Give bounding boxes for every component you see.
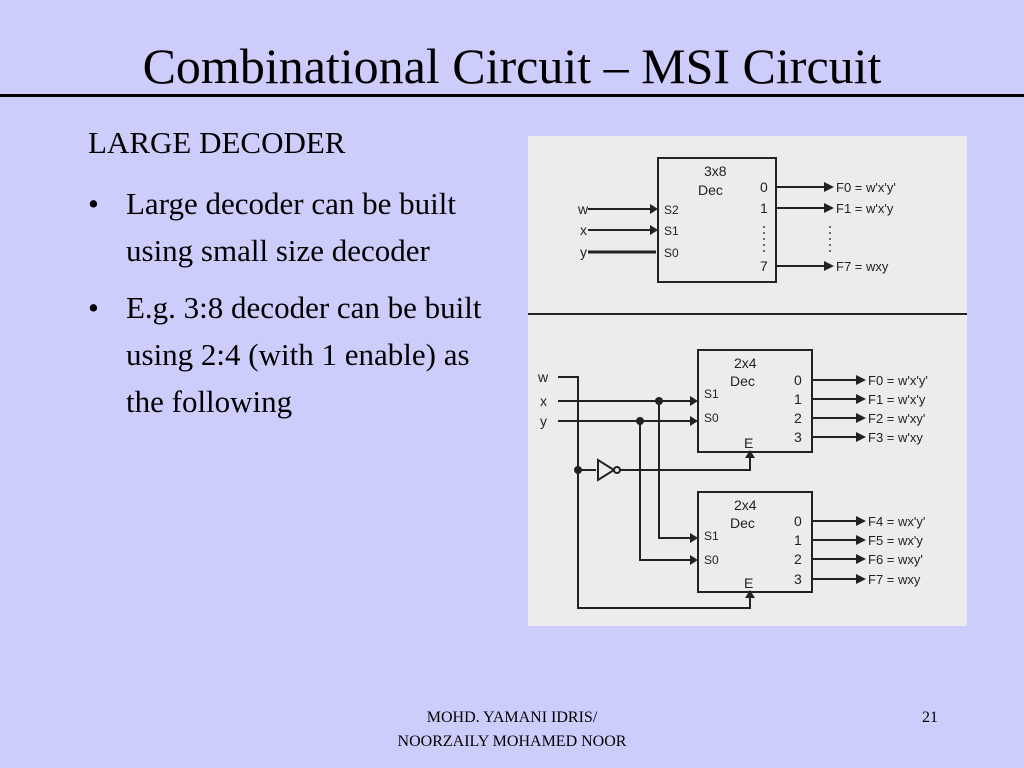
- bullet-list: Large decoder can be built using small s…: [88, 180, 488, 435]
- select-label: S0: [704, 553, 719, 567]
- section-heading: LARGE DECODER: [88, 125, 346, 160]
- output-expression: F0 = w'x'y': [836, 180, 896, 195]
- input-label-w: w: [577, 201, 589, 217]
- decoder-b-box: [697, 491, 813, 593]
- input-label-x: x: [580, 222, 587, 238]
- select-label: S0: [704, 411, 719, 425]
- enable-label: E: [744, 575, 753, 591]
- input-label-y: y: [540, 413, 547, 429]
- output-pin: 0: [794, 513, 802, 529]
- bullet-item: Large decoder can be built using small s…: [88, 180, 488, 274]
- select-label: S1: [704, 529, 719, 543]
- select-label: S0: [664, 246, 679, 260]
- output-pin: 1: [794, 391, 802, 407]
- footer-author: MOHD. YAMANI IDRIS/ NOORZAILY MOHAMED NO…: [340, 706, 684, 754]
- output-expression: F4 = wx'y': [868, 514, 925, 529]
- output-expression: F3 = w'xy: [868, 430, 923, 445]
- output-pin: 2: [794, 410, 802, 426]
- select-label: S2: [664, 203, 679, 217]
- decoder-a-type-label: Dec: [730, 373, 755, 389]
- output-pin: 3: [794, 571, 802, 587]
- output-expression: F1 = w'x'y: [836, 201, 894, 216]
- footer-line: NOORZAILY MOHAMED NOOR: [397, 733, 627, 750]
- page-number: 21: [922, 709, 938, 726]
- input-label-y: y: [580, 244, 587, 260]
- decoder-figure: 3x8 Dec w x y S2 S1 S0 0 1 7 F0 = w'x'y'…: [528, 136, 967, 626]
- ellipsis-dots: [763, 226, 831, 252]
- output-pin: 3: [794, 429, 802, 445]
- select-label: S1: [664, 224, 679, 238]
- footer-line: MOHD. YAMANI IDRIS/: [426, 709, 598, 726]
- output-pin: 2: [794, 551, 802, 567]
- input-label-w: w: [537, 369, 549, 385]
- output-expression: F5 = wx'y: [868, 533, 923, 548]
- output-pin: 7: [760, 258, 768, 274]
- output-pin: 0: [794, 372, 802, 388]
- decoder-3x8-box: [657, 157, 777, 283]
- decoder-diagram: 3x8 Dec w x y S2 S1 S0 0 1 7 F0 = w'x'y'…: [528, 157, 967, 609]
- output-pin: 1: [760, 200, 768, 216]
- output-pin: 0: [760, 179, 768, 195]
- output-expression: F7 = wxy: [836, 259, 889, 274]
- output-expression: F6 = wxy': [868, 552, 923, 567]
- decoder-b-type-label: Dec: [730, 515, 755, 531]
- output-pin: 1: [794, 532, 802, 548]
- output-expression: F2 = w'xy': [868, 411, 925, 426]
- input-label-x: x: [540, 393, 547, 409]
- slide-title: Combinational Circuit – MSI Circuit: [142, 38, 882, 94]
- output-expression: F1 = w'x'y: [868, 392, 926, 407]
- decoder-b-size-label: 2x4: [734, 497, 757, 513]
- output-expression: F7 = wxy: [868, 572, 921, 587]
- title-divider: [0, 94, 1024, 97]
- enable-label: E: [744, 435, 753, 451]
- decoder-3x8-type-label: Dec: [698, 182, 723, 198]
- decoder-3x8-size-label: 3x8: [704, 163, 727, 179]
- select-label: S1: [704, 387, 719, 401]
- bullet-item: E.g. 3:8 decoder can be built using 2:4 …: [88, 284, 488, 425]
- decoder-a-size-label: 2x4: [734, 355, 757, 371]
- output-expression: F0 = w'x'y': [868, 373, 928, 388]
